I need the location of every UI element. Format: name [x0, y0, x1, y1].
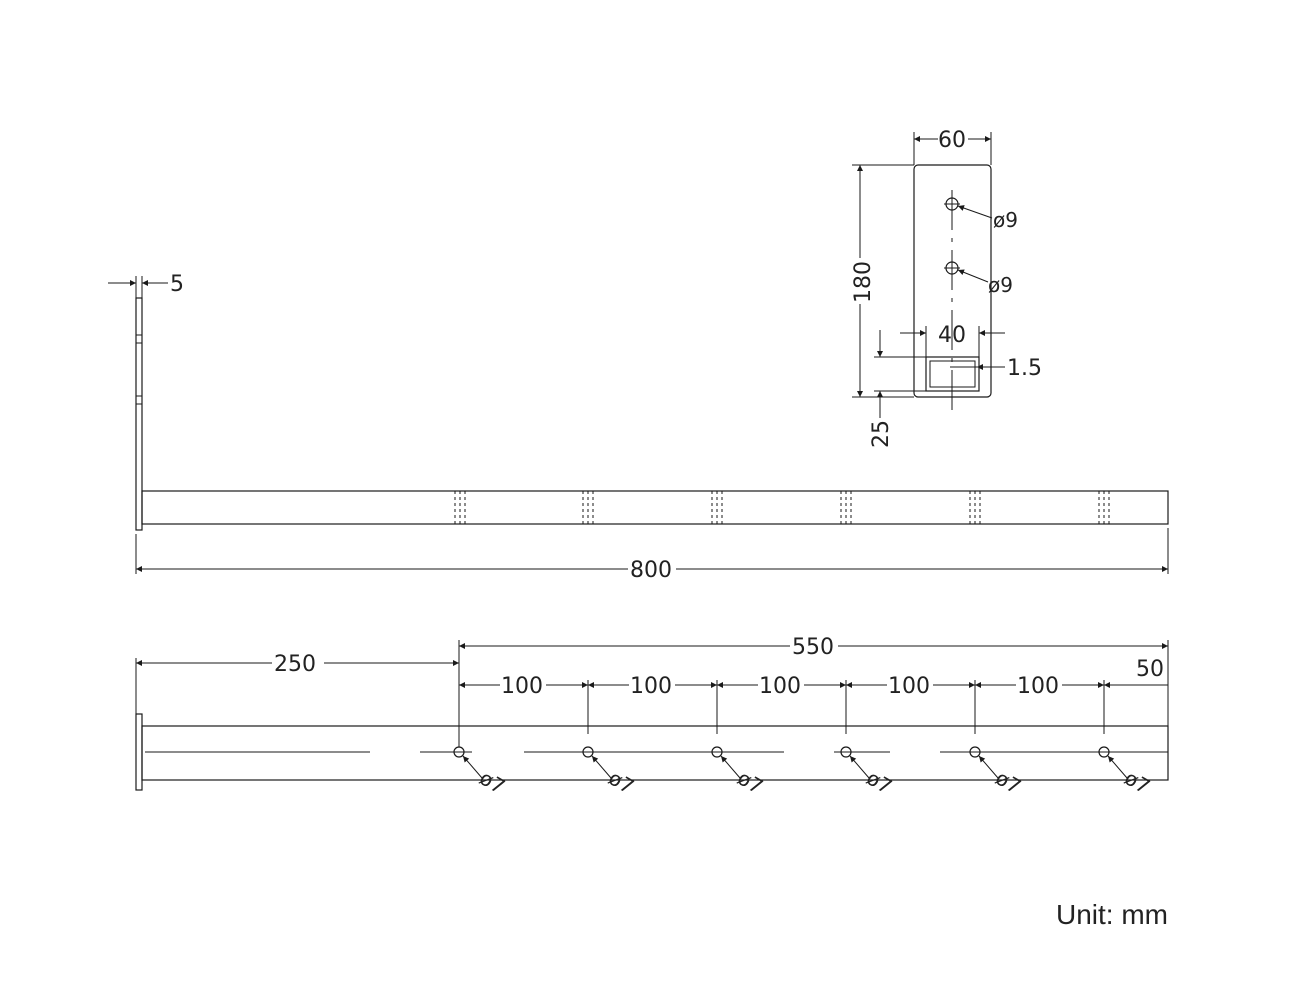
- dim-tube-hole-4: ø7: [863, 766, 897, 799]
- dim-hole-spacing-3: 100: [759, 674, 801, 699]
- tube-hole: [1098, 746, 1110, 758]
- dim-hole-spacing-5: 100: [1017, 674, 1059, 699]
- dim-hole-span: 550: [792, 635, 834, 660]
- dim-tube-hole-3: ø7: [734, 766, 768, 799]
- tube-section-outer: [925, 356, 980, 392]
- dim-plate-height: 180: [851, 261, 876, 303]
- tube-hole: [840, 746, 852, 758]
- dim-tube-hole-1: ø7: [476, 766, 510, 799]
- dim-plate-hole-1: ø9: [993, 208, 1018, 232]
- dim-tube-offset: 25: [869, 420, 894, 448]
- tube-hole: [582, 746, 594, 758]
- tube-hole: [969, 746, 981, 758]
- dim-hole-spacing-1: 100: [501, 674, 543, 699]
- tube-section-inner: [929, 360, 976, 388]
- side-hidden-holes: [454, 491, 1110, 524]
- top-tube: [141, 725, 1169, 781]
- dim-tube-hole-5: ø7: [992, 766, 1026, 799]
- dim-tube-wall: 1.5: [1007, 356, 1042, 381]
- dim-overall-length: 800: [630, 558, 672, 583]
- dim-tube-hole-6: ø7: [1121, 766, 1155, 799]
- dim-tube-hole-2: ø7: [605, 766, 639, 799]
- end-view: ø9 ø9 60 180 40 1.5 25: [851, 128, 1042, 448]
- side-view: 5 800: [108, 272, 1169, 583]
- side-wall-plate: [135, 297, 143, 531]
- dim-hole-spacing-2: 100: [630, 674, 672, 699]
- dim-first-hole-offset: 250: [274, 652, 316, 677]
- top-view: 250 550 100 100 100 100 100 50 ø7 ø7 ø7 …: [135, 635, 1169, 799]
- dim-plate-thickness: 5: [170, 272, 184, 297]
- unit-label: Unit: mm: [1056, 899, 1168, 930]
- dim-tube-width: 40: [938, 323, 966, 348]
- dim-hole-spacing-4: 100: [888, 674, 930, 699]
- side-tube: [141, 490, 1169, 525]
- dim-end-margin: 50: [1136, 657, 1164, 682]
- tube-hole: [711, 746, 723, 758]
- top-wall-plate: [135, 713, 143, 791]
- dim-plate-hole-2: ø9: [988, 273, 1013, 297]
- dim-plate-width: 60: [938, 128, 966, 153]
